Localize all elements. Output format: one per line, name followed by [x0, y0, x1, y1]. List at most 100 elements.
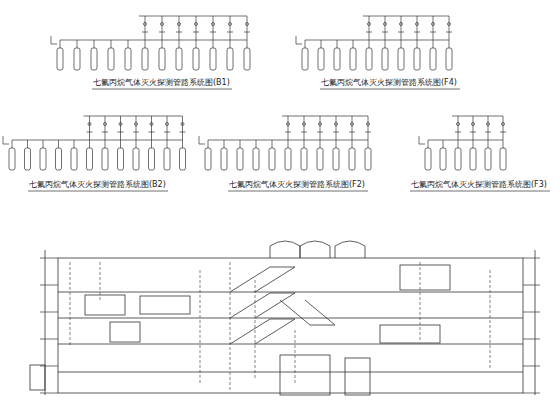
pipe-stroke [196, 16, 197, 40]
pipe-stroke [162, 16, 163, 40]
pipe-stroke [43, 140, 44, 148]
pipe-stroke [210, 32, 216, 33]
system-title: 七氟丙烷气体灭火探测管路系统图(F3) [410, 180, 548, 190]
pipe-stroke [320, 89, 460, 90]
pipe-stroke [104, 123, 107, 126]
pipe-stroke [385, 16, 386, 40]
pipe-stroke [443, 140, 444, 148]
pipe-stroke [320, 140, 321, 148]
pipe-stroke [180, 148, 186, 170]
pipe-stroke [288, 140, 289, 148]
pipe-stroke [178, 23, 181, 26]
pipe-stroke [401, 16, 402, 40]
pipe-stroke [133, 132, 139, 133]
pipe-stroke [40, 393, 58, 394]
pipe-stroke [213, 16, 214, 40]
pipe-stroke [176, 32, 182, 33]
pipe-stroke [398, 48, 404, 70]
pipe-stroke [237, 148, 243, 170]
pipe-stroke [111, 40, 112, 48]
pipe-stroke [414, 48, 420, 70]
pipe-stroke [337, 40, 338, 48]
pipe-stroke [368, 116, 369, 140]
pipe-stroke [472, 123, 475, 126]
pipe-stroke [28, 191, 168, 192]
pipe-stroke [247, 16, 248, 40]
pipe-stroke [205, 148, 211, 170]
pipe-stroke [384, 23, 387, 26]
pipe-stroke [133, 148, 139, 170]
pipe-stroke [417, 40, 418, 48]
pipe-stroke [120, 140, 121, 148]
pipe-stroke [410, 191, 550, 192]
pipe-stroke [56, 148, 62, 170]
pipe-stroke [430, 32, 436, 33]
pipe-stroke [398, 32, 404, 33]
pipe-stroke [503, 116, 504, 140]
pipe-stroke [142, 32, 148, 33]
pipe-stroke [246, 23, 249, 26]
pipe-stroke [369, 40, 370, 48]
pipe-stroke [71, 148, 77, 170]
pipe-stroke [196, 40, 197, 48]
pipe-stroke [425, 148, 431, 170]
pipe-stroke [502, 123, 505, 126]
pipe-stroke [244, 48, 250, 70]
pipe-stroke [333, 132, 339, 133]
pipe-stroke [210, 48, 216, 70]
pipe-stroke [458, 140, 459, 148]
pipe-stroke [12, 140, 13, 148]
pipe-stroke [94, 40, 95, 48]
pipe-stroke [139, 16, 247, 17]
pipe-stroke [159, 48, 165, 70]
pipe-stroke [149, 148, 155, 170]
pipe-stroke [336, 140, 337, 148]
pipe-stroke [74, 140, 75, 148]
pipe-stroke [193, 48, 199, 70]
pipe-stroke [51, 36, 57, 44]
pipe-stroke [151, 140, 152, 148]
pipe-stroke [150, 123, 153, 126]
pipe-stroke [449, 16, 450, 40]
pipe-stroke [440, 148, 446, 170]
pipe-stroke [419, 136, 425, 144]
pipe-stroke [40, 366, 58, 367]
pipe-stroke [369, 16, 370, 40]
pipe-stroke [40, 339, 58, 340]
pipe-stroke [92, 89, 232, 90]
pipe-stroke [230, 16, 231, 40]
pipe-stroke [523, 366, 540, 367]
pipe-stroke [135, 123, 138, 126]
pipe-stroke [149, 132, 155, 133]
pipe-stroke [368, 140, 369, 148]
pipe-stroke [136, 140, 137, 148]
pipe-stroke [91, 48, 97, 70]
pipe-stroke [87, 148, 93, 170]
pipe-stroke [193, 32, 199, 33]
pipe-stroke [180, 132, 186, 133]
pipe-stroke [352, 140, 353, 148]
pipe-stroke [253, 148, 259, 170]
pipe-stroke [446, 48, 452, 70]
pipe-stroke [161, 23, 164, 26]
pipe-stroke [244, 32, 250, 33]
pipe-stroke [382, 48, 388, 70]
pipe-stroke [227, 32, 233, 33]
pipe-stroke [87, 132, 93, 133]
pipe-stroke [119, 123, 122, 126]
pipe-stroke [89, 116, 90, 140]
pipe-stroke [105, 140, 106, 148]
pipe-stroke [433, 40, 434, 48]
pipe-stroke [125, 48, 131, 70]
pipe-stroke [230, 40, 231, 48]
pipe-stroke [351, 123, 354, 126]
pipe-stroke [448, 23, 451, 26]
pipe-stroke [221, 148, 227, 170]
pipe-stroke [382, 32, 388, 33]
pipe-stroke [414, 32, 420, 33]
pipe-stroke [227, 48, 233, 70]
pipe-stroke [142, 48, 148, 70]
system-title: 七氟丙烷气体灭火探测管路系统图(B2) [28, 180, 167, 190]
pipe-stroke [88, 123, 91, 126]
pipe-stroke [500, 132, 506, 133]
